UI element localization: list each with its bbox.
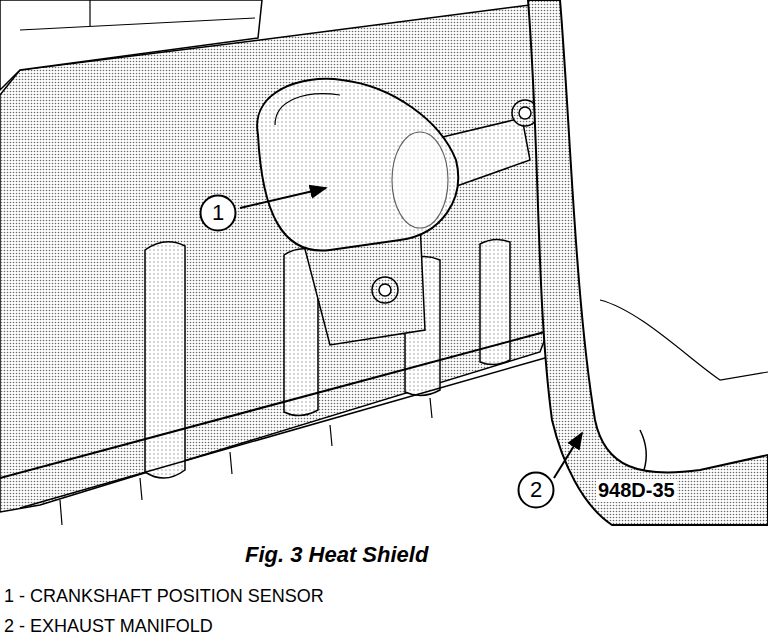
engine-block <box>0 0 552 512</box>
engine-cover <box>0 0 262 90</box>
leader-line <box>240 188 326 208</box>
exhaust-manifold <box>528 0 768 525</box>
leader-line <box>554 433 582 478</box>
legend-key-line: 2 - EXHAUST MANIFOLD <box>2 616 215 637</box>
legend-key-line: 1 - CRANKSHAFT POSITION SENSOR <box>2 586 326 607</box>
callout-number: 2 <box>530 479 542 501</box>
callout-number: 1 <box>212 202 224 224</box>
crankshaft-sensor <box>257 79 458 251</box>
callout-circle: 1 <box>199 194 237 232</box>
bolts <box>372 100 538 303</box>
callout-circle: 2 <box>517 471 555 509</box>
figure-caption: Fig. 3 Heat Shield <box>245 542 428 568</box>
figure-code: 948D-35 <box>596 479 677 502</box>
